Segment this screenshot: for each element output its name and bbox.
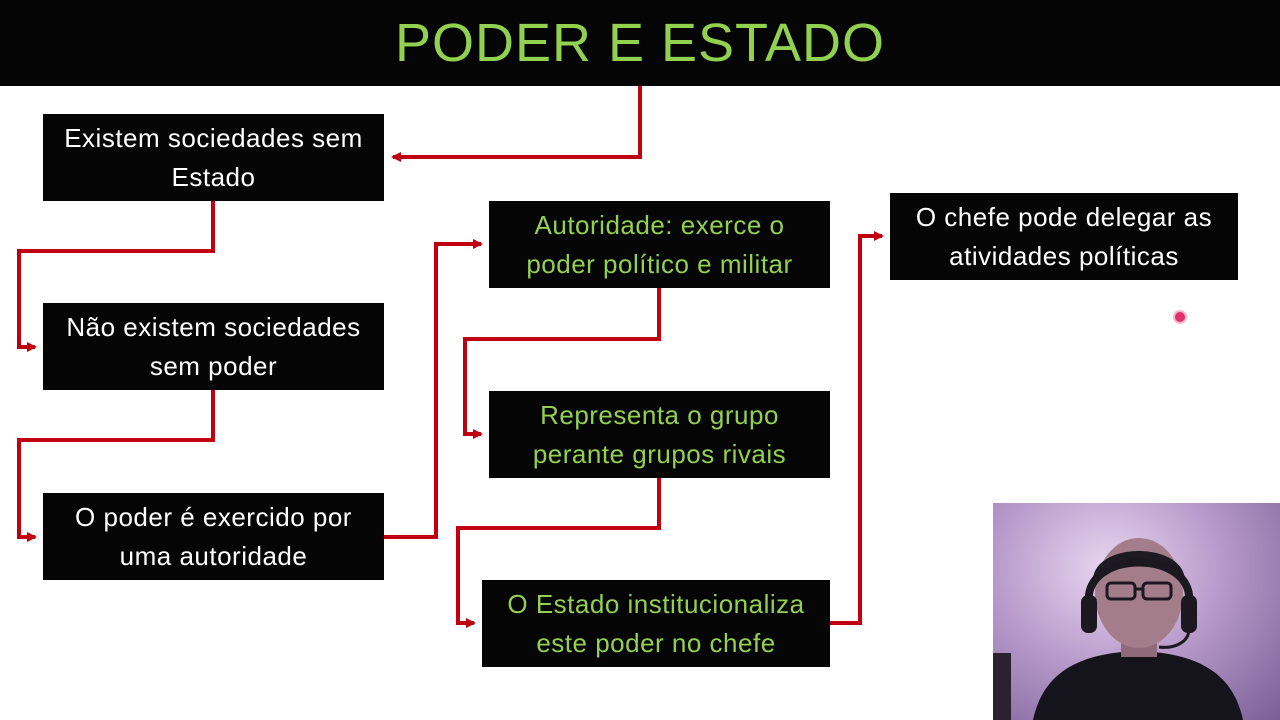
arrow-n6-to-n7: [830, 231, 884, 625]
node-sociedades-sem-poder: Não existem sociedades sem poder: [43, 303, 384, 390]
node-text-line: este poder no chefe: [536, 627, 776, 658]
node-text-line: O Estado institucionaliza: [507, 588, 805, 619]
arrow-n3-to-n4: [384, 239, 483, 539]
node-text-line: Autoridade: exerce o: [534, 209, 785, 240]
node-text-line: Existem sociedades sem: [64, 122, 363, 153]
node-text-line: poder político e militar: [526, 248, 793, 279]
title-bar: [0, 0, 1280, 86]
node-text-line: atividades políticas: [949, 240, 1179, 271]
node-text-line: uma autoridade: [119, 540, 308, 571]
node-autoridade-exerce: Autoridade: exerce o poder político e mi…: [489, 201, 830, 288]
node-text-line: O poder é exercido por: [75, 501, 352, 532]
node-sociedades-sem-estado: Existem sociedades sem Estado: [43, 114, 384, 201]
cursor-highlight-icon: [1175, 312, 1185, 322]
arrow-n1-to-n2: [17, 200, 215, 352]
presenter-silhouette: [993, 538, 1243, 720]
node-text-line: O chefe pode delegar as: [915, 201, 1213, 232]
node-text-line: sem poder: [149, 350, 278, 381]
node-chefe-delegar: O chefe pode delegar as atividades polít…: [890, 193, 1238, 280]
node-poder-autoridade: O poder é exercido por uma autoridade: [43, 493, 384, 580]
arrow-n5-to-n6: [456, 478, 661, 628]
node-text-line: perante grupos rivais: [532, 438, 787, 469]
arrow-title-to-n1: [391, 86, 642, 162]
arrow-n4-to-n5: [463, 288, 661, 439]
node-estado-institucionaliza: O Estado institucionaliza este poder no …: [482, 580, 830, 667]
node-text-line: Representa o grupo: [540, 399, 779, 430]
node-representa-grupo: Representa o grupo perante grupos rivais: [489, 391, 830, 478]
node-text-line: Estado: [171, 161, 256, 192]
arrow-n2-to-n3: [17, 390, 215, 542]
page-title: PODER E ESTADO: [394, 13, 886, 73]
presenter-webcam-icon: [993, 503, 1280, 720]
node-text-line: Não existem sociedades: [66, 311, 361, 342]
